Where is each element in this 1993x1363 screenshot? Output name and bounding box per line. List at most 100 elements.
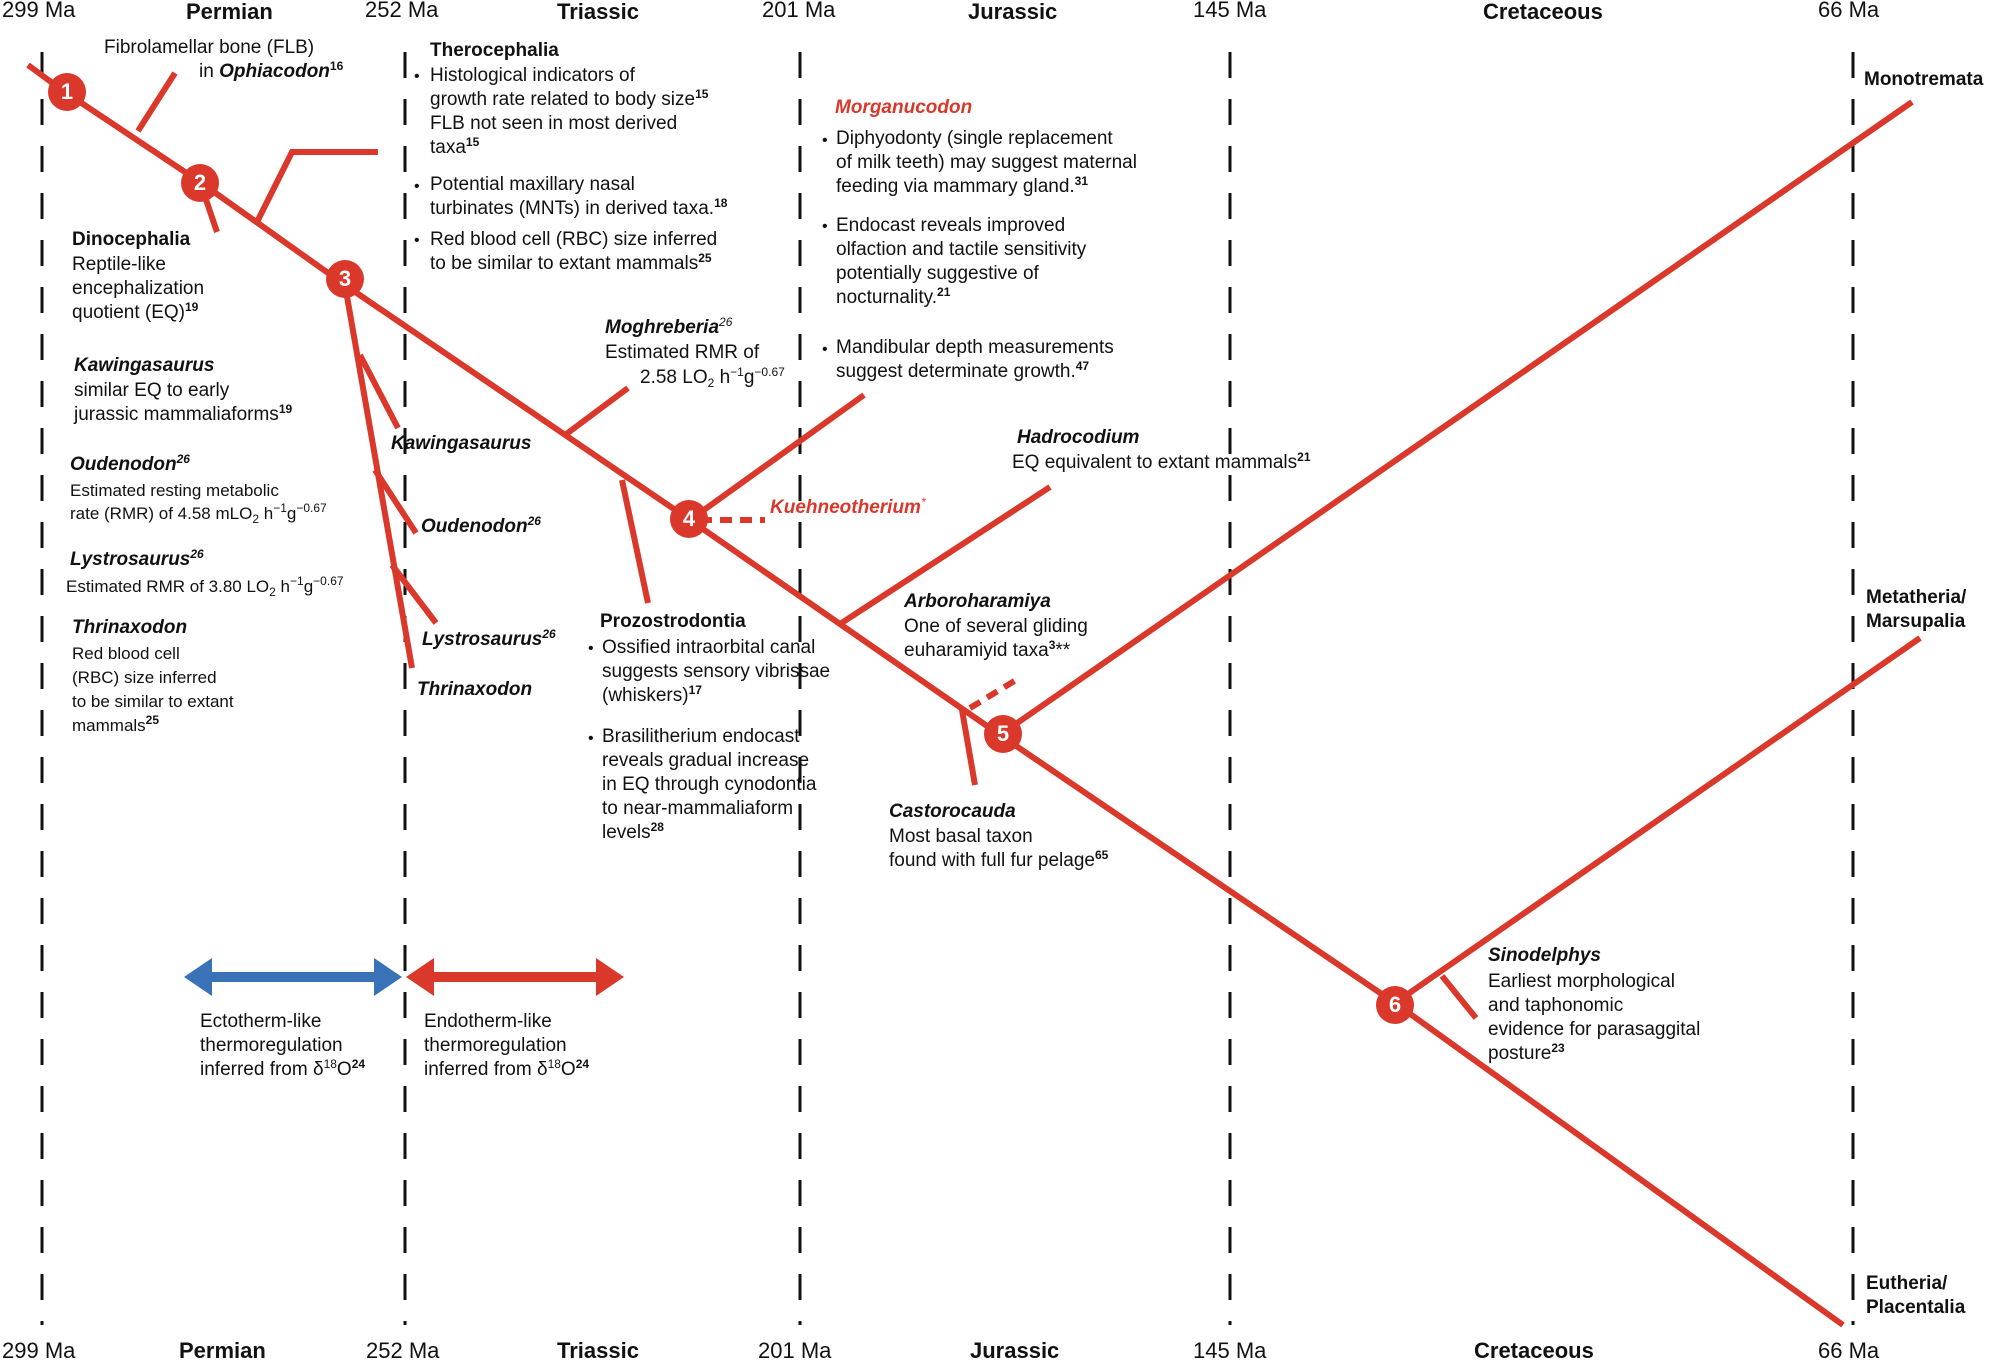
bullet: • — [588, 730, 594, 747]
bullet: • — [414, 178, 420, 195]
arboroharamiya-title: Arboroharamiya — [904, 591, 1051, 612]
top-age-201: 201 Ma — [762, 0, 836, 22]
branch-lystrosaurus — [389, 563, 439, 625]
therocephalia-title: Therocephalia — [430, 40, 559, 61]
therocephalia-b1-l1: Histological indicators of — [430, 65, 635, 86]
node-1: 1 — [48, 73, 86, 111]
bottom-period-triassic: Triassic — [557, 1338, 639, 1363]
endotherm-arrow — [406, 958, 624, 996]
castorocauda-l2: found with full fur pelage65 — [889, 848, 1109, 871]
label-oudenodon: Oudenodon26 — [421, 514, 541, 537]
prozo-b2-l5: levels28 — [602, 820, 664, 843]
dinocephalia-l1: Reptile-like — [72, 254, 166, 275]
prozostrodontia-title: Prozostrodontia — [600, 611, 746, 632]
bottom-period-jurassic: Jurassic — [970, 1338, 1060, 1363]
moghreberia-title: Moghreberia26 — [605, 315, 733, 338]
branch-metatheria — [1393, 635, 1922, 1006]
top-period-jurassic: Jurassic — [968, 0, 1058, 24]
oudenodon-left-l1: Estimated resting metabolic — [70, 481, 279, 500]
flb-line2: in Ophiacodon16 — [199, 59, 344, 82]
bullet: • — [414, 68, 420, 85]
branch-oudenodon — [372, 468, 419, 535]
therocephalia-b3-l1: Red blood cell (RBC) size inferred — [430, 229, 718, 250]
branch-morganucodon — [688, 392, 866, 523]
thrinax-left-l1: Red blood cell — [72, 644, 180, 663]
tip-metatheria-1: Metatheria/ — [1866, 587, 1967, 608]
tip-metatheria-2: Marsupalia — [1866, 611, 1966, 632]
branch-castorocauda — [959, 709, 978, 786]
therocephalia-b2-l2: turbinates (MNTs) in derived taxa.18 — [430, 196, 728, 219]
flb-taxon: Ophiacodon — [219, 61, 330, 82]
morganucodon-title: Morganucodon — [835, 97, 973, 118]
arboroharamiya-l2: euharamiyid taxa3** — [904, 638, 1071, 661]
thrinax-left-l2: (RBC) size inferred — [72, 668, 217, 687]
node-5: 5 — [984, 715, 1022, 753]
bullet: • — [414, 232, 420, 249]
bottom-period-cretaceous: Cretaceous — [1474, 1338, 1594, 1363]
thrinax-left-l3: to be similar to extant — [72, 692, 234, 711]
prozo-b1-l1: Ossified intraorbital canal — [602, 637, 816, 658]
label-thrinaxodon: Thrinaxodon — [417, 679, 533, 700]
therocephalia-b3-l2: to be similar to extant mammals25 — [430, 251, 712, 274]
node-2: 2 — [181, 164, 219, 202]
branch-arboroharamiya-dashed — [968, 677, 1018, 711]
lystro-left-l1: Estimated RMR of 3.80 LO2 h−1g−0.67 — [66, 574, 344, 599]
prozo-b2-l4: to near-mammaliaform — [602, 798, 794, 819]
bottom-age-66: 66 Ma — [1818, 1338, 1880, 1363]
top-age-299: 299 Ma — [2, 0, 76, 22]
bullet: • — [822, 218, 828, 235]
prozo-b1-l3: (whiskers)17 — [602, 683, 702, 706]
dinocephalia-l3: quotient (EQ)19 — [72, 300, 199, 323]
kawinga-left-l1: similar EQ to early — [74, 380, 230, 401]
branch-therocephalia — [254, 149, 378, 224]
branch-sinodelphys — [1439, 974, 1479, 1020]
oudenodon-left-l2: rate (RMR) of 4.58 mLO2 h−1g−0.67 — [70, 501, 327, 526]
tip-monotremata: Monotremata — [1864, 69, 1984, 90]
prozo-b2-l2: reveals gradual increase — [602, 750, 810, 771]
sinodelphys-l4: posture23 — [1488, 1041, 1565, 1064]
endotherm-l1: Endotherm-like — [424, 1011, 552, 1032]
morganucodon-b2-l4: nocturnality.21 — [836, 285, 951, 308]
bottom-age-145: 145 Ma — [1193, 1338, 1267, 1363]
bottom-age-201: 201 Ma — [758, 1338, 832, 1363]
bottom-period-permian: Permian — [179, 1338, 266, 1363]
bullet: • — [822, 341, 828, 358]
tip-eutheria-1: Eutheria/ — [1866, 1273, 1948, 1294]
prozo-b1-l2: suggests sensory vibrissae — [602, 661, 831, 682]
label-kawingasaurus: Kawingasaurus — [391, 433, 532, 454]
top-period-cretaceous: Cretaceous — [1483, 0, 1603, 24]
thrinax-left-title: Thrinaxodon — [72, 617, 188, 638]
hadrocodium-l1: EQ equivalent to extant mammals21 — [1012, 450, 1311, 473]
morganucodon-b1-l3: feeding via mammary gland.31 — [836, 174, 1089, 197]
sinodelphys-title: Sinodelphys — [1488, 945, 1601, 966]
endotherm-l3: inferred from δ18O24 — [424, 1057, 590, 1080]
sinodelphys-l2: and taphonomic — [1488, 995, 1624, 1016]
branch-kawingasaurus — [357, 353, 401, 430]
bottom-age-299: 299 Ma — [2, 1338, 76, 1363]
label-lystrosaurus: Lystrosaurus26 — [422, 627, 556, 650]
ectotherm-l3: inferred from δ18O24 — [200, 1057, 366, 1080]
branch-moghreberia — [563, 385, 630, 438]
thrinax-left-l4: mammals25 — [72, 713, 160, 735]
therocephalia-b1-l4: taxa15 — [430, 135, 480, 158]
ectotherm-arrow — [184, 958, 402, 996]
moghreberia-l2: 2.58 LO2 h−1g−0.67 — [640, 365, 785, 390]
morganucodon-b1-l2: of milk teeth) may suggest maternal — [836, 152, 1137, 173]
morganucodon-b2-l2: olfaction and tactile sensitivity — [836, 239, 1087, 260]
sinodelphys-l1: Earliest morphological — [1488, 971, 1675, 992]
castorocauda-l1: Most basal taxon — [889, 826, 1033, 847]
morganucodon-b2-l1: Endocast reveals improved — [836, 215, 1066, 236]
dinocephalia-title: Dinocephalia — [72, 229, 191, 250]
castorocauda-title: Castorocauda — [889, 801, 1016, 822]
bullet: • — [588, 640, 594, 657]
arboroharamiya-l1: One of several gliding — [904, 616, 1088, 637]
kuehneotherium-label: Kuehneotherium* — [770, 495, 926, 518]
branch-prozostrodontia — [619, 479, 651, 604]
therocephalia-b1-l3: FLB not seen in most derived — [430, 113, 678, 134]
endotherm-l2: thermoregulation — [424, 1035, 567, 1056]
tip-eutheria-2: Placentalia — [1866, 1297, 1966, 1318]
branch-hadrocodium — [838, 484, 1052, 627]
morganucodon-b1-l1: Diphyodonty (single replacement — [836, 128, 1113, 149]
top-period-permian: Permian — [186, 0, 273, 24]
